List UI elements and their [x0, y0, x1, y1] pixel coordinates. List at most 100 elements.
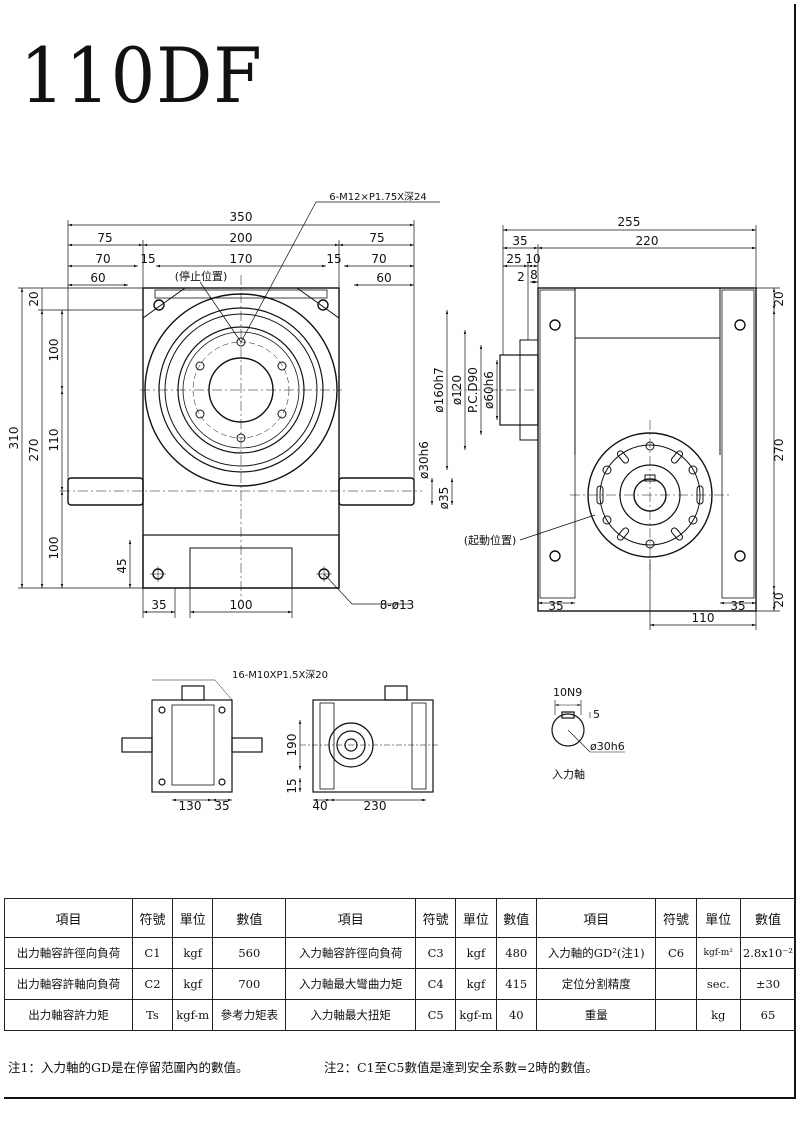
dim-left75: 75	[97, 231, 112, 245]
dim-h20b: 20	[772, 592, 786, 607]
header-cell: 項目	[4, 898, 133, 938]
dim-right15: 15	[326, 252, 341, 266]
header-cell: 數值	[495, 898, 537, 938]
dim-h45: 45	[115, 558, 129, 573]
dim-d130: 130	[179, 799, 202, 813]
dim-h310: 310	[7, 427, 21, 450]
cell: kgf	[455, 937, 497, 969]
input-shaft-labels: 10N9 5 ø30h6 入力軸	[552, 686, 625, 781]
cell: 出力軸容許徑向負荷	[4, 937, 133, 969]
start-position-label: (起動位置)	[464, 533, 517, 547]
model-title: 110DF	[20, 31, 263, 120]
cell: C4	[415, 968, 457, 1000]
cell: 40	[495, 999, 537, 1031]
cell: 重量	[535, 999, 657, 1031]
dim-pcd: P.C.D90	[466, 367, 480, 413]
cell: 入力軸最大彎曲力矩	[285, 968, 417, 1000]
cell: 入力軸的GD²(注1)	[535, 937, 657, 969]
cell: kgf	[172, 937, 214, 969]
header-cell: 項目	[535, 898, 657, 938]
front-view	[60, 275, 422, 600]
dim-left15: 15	[140, 252, 155, 266]
small-view-labels: 16-M10XP1.5X深20 130 35 190 15 40 230	[179, 669, 387, 813]
dim-left70: 70	[95, 252, 110, 266]
cell: Ts	[131, 999, 174, 1031]
small-view-left	[121, 679, 263, 793]
cell: C5	[415, 999, 457, 1031]
dim-w25: 25	[506, 252, 521, 266]
header-cell: 數值	[739, 898, 797, 938]
header-cell: 符號	[415, 898, 457, 938]
header-cell: 單位	[172, 898, 214, 938]
dim-b35a: 35	[548, 599, 563, 613]
dim-h110: 110	[47, 429, 61, 452]
cell	[655, 999, 697, 1031]
spec-header-row: 項目 符號 單位 數值 項目 符號 單位 數值 項目 符號 單位 數值	[4, 898, 797, 938]
front-view-labels: 6-M12×P1.75X深24 (停止位置) 350 75 200 75 70 …	[7, 191, 451, 612]
cell: 出力軸容許力矩	[4, 999, 133, 1031]
dim-h100a: 100	[47, 339, 61, 362]
header-cell: 項目	[285, 898, 417, 938]
side-view-labels: 255 35 220 25 10 8 2 ø160h7 ø120 P.C.D90…	[432, 215, 786, 625]
dim-w220: 220	[636, 234, 659, 248]
dim-d40: 40	[312, 799, 327, 813]
table-row: 出力軸容許軸向負荷 C2 kgf 700 入力軸最大彎曲力矩 C4 kgf 41…	[4, 968, 797, 1000]
cell	[655, 968, 697, 1000]
spec-table: 項目 符號 單位 數值 項目 符號 單位 數值 項目 符號 單位 數值 出力軸容…	[4, 898, 797, 1031]
dim-center170: 170	[230, 252, 253, 266]
side-view	[452, 287, 757, 612]
key-depth-label: 5	[593, 708, 600, 721]
input-shaft-detail	[551, 700, 625, 753]
dim-w2: 2	[517, 270, 525, 284]
dim-w255: 255	[618, 215, 641, 229]
dim-h100b: 100	[47, 537, 61, 560]
input-shaft-name: 入力軸	[552, 767, 585, 781]
small-view-dims	[172, 720, 426, 802]
small-tap-note: 16-M10XP1.5X深20	[232, 669, 328, 681]
dim-b110: 110	[692, 611, 715, 625]
header-cell: 單位	[695, 898, 741, 938]
small-view-right	[300, 685, 440, 793]
sheet-border	[4, 4, 796, 1099]
header-cell: 符號	[131, 898, 174, 938]
front-view-dimensions	[18, 201, 454, 618]
stop-position-label: (停止位置)	[175, 269, 228, 283]
header-cell: 數值	[212, 898, 287, 938]
dim-h190: 190	[285, 734, 299, 757]
dim-shaft-d35: ø35	[437, 487, 451, 510]
tap-note-label: 6-M12×P1.75X深24	[329, 191, 427, 203]
cell: kgf-m	[455, 999, 497, 1031]
dim-w8: 8	[530, 268, 538, 282]
dim-d35: 35	[214, 799, 229, 813]
key-width-label: 10N9	[553, 686, 582, 699]
dim-d60: ø60h6	[482, 371, 496, 409]
dim-d230: 230	[364, 799, 387, 813]
cell: sec.	[695, 968, 741, 1000]
dim-right75: 75	[369, 231, 384, 245]
cell: 2.8x10⁻²	[739, 937, 797, 969]
dim-foot100: 100	[230, 598, 253, 612]
table-row: 出力軸容許力矩 Ts kgf-m 參考力矩表 入力軸最大扭矩 C5 kgf-m …	[4, 999, 797, 1031]
cell: 480	[495, 937, 537, 969]
note-1: 注1：入力軸的GD是在停留范圍內的數值。	[8, 1060, 249, 1075]
header-cell: 符號	[655, 898, 697, 938]
cell: ±30	[739, 968, 797, 1000]
cell: 入力軸容許徑向負荷	[285, 937, 417, 969]
cell: C6	[655, 937, 697, 969]
cell: 415	[495, 968, 537, 1000]
header-cell: 單位	[455, 898, 497, 938]
dim-d160: ø160h7	[432, 367, 446, 413]
notes: 注1：入力軸的GD是在停留范圍內的數值。 注2：C1至C5數值是達到安全系數=2…	[4, 1049, 794, 1079]
dim-w35: 35	[512, 234, 527, 248]
cell: 出力軸容許軸向負荷	[4, 968, 133, 1000]
dim-d120: ø120	[450, 375, 464, 405]
cell: C1	[131, 937, 174, 969]
dim-foot35: 35	[151, 598, 166, 612]
cell: 700	[212, 968, 287, 1000]
dim-holes: 8-ø13	[380, 598, 415, 612]
cell: 65	[739, 999, 797, 1031]
dim-h270: 270	[27, 439, 41, 462]
dim-w10: 10	[525, 252, 540, 266]
cell: kgf	[172, 968, 214, 1000]
